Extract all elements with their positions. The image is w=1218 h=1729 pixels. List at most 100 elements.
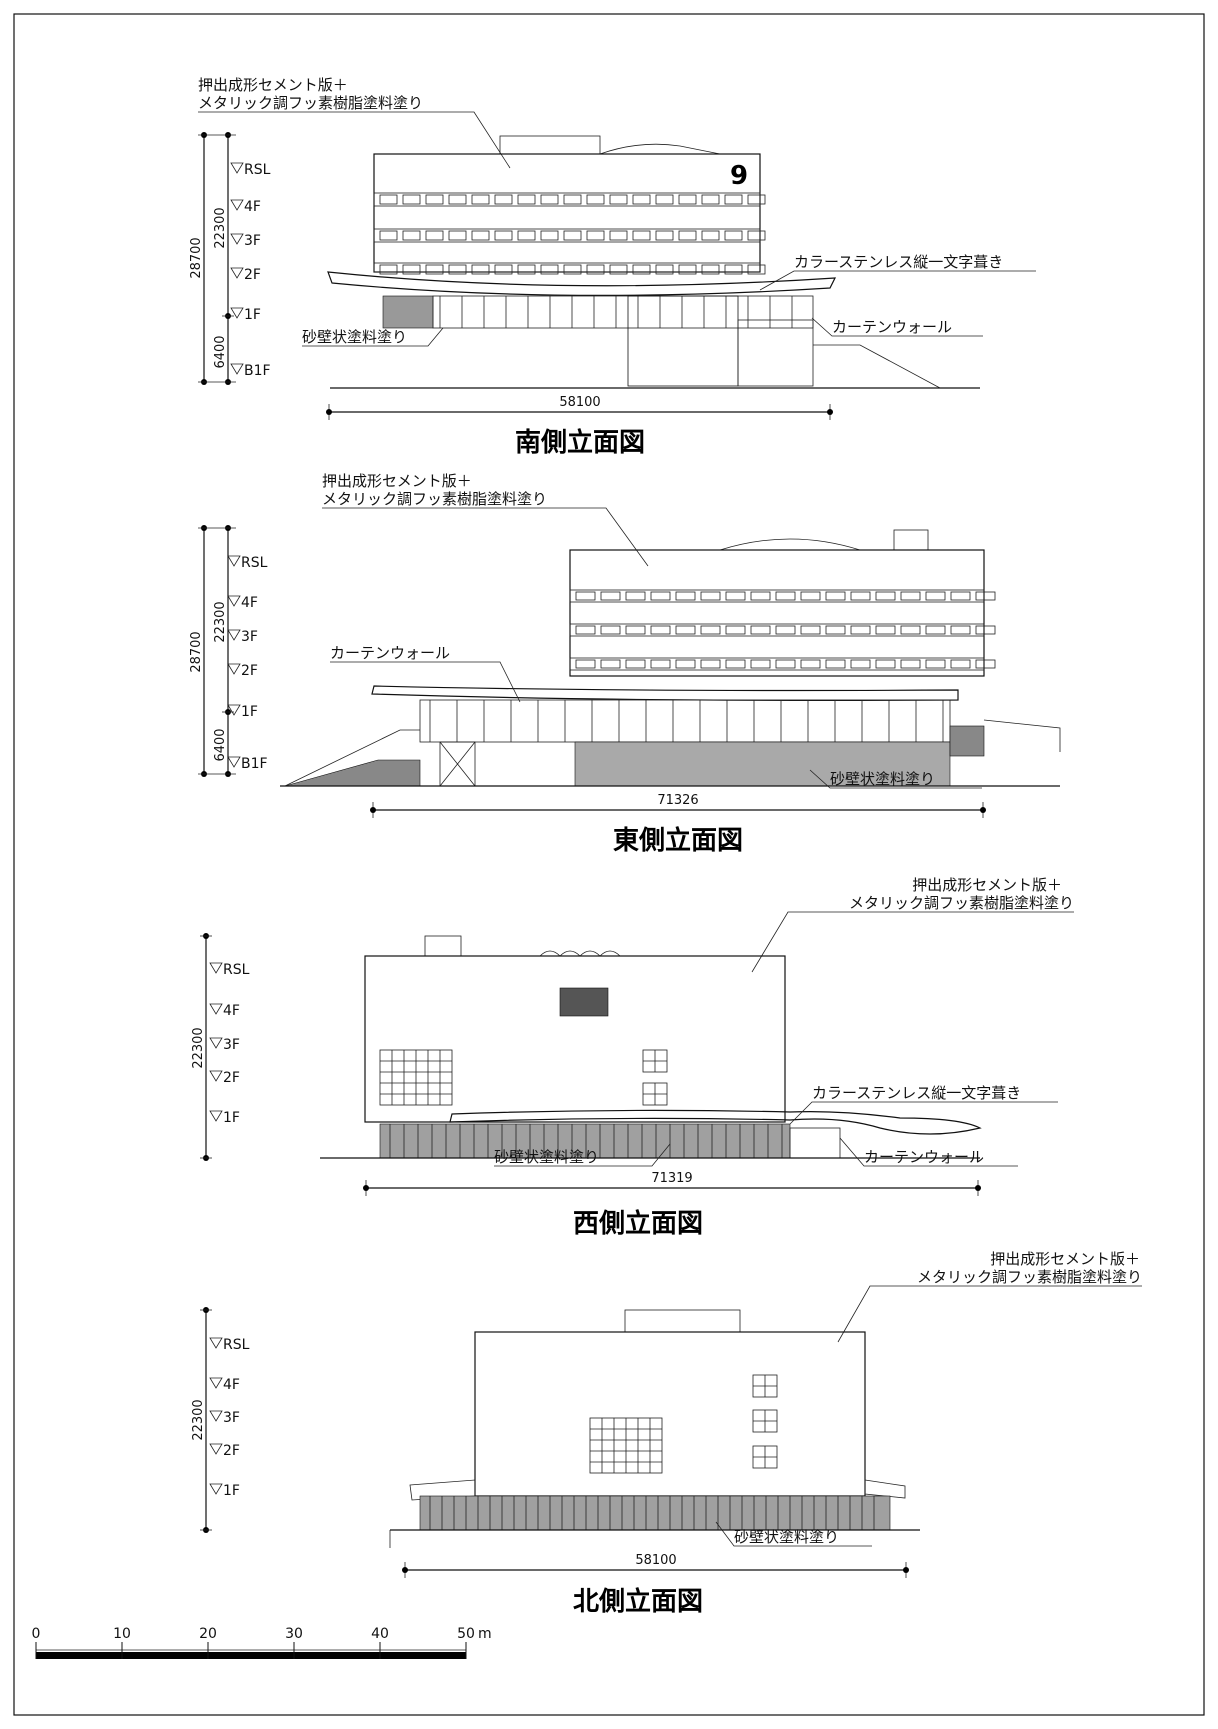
east-sand-label: 砂壁状塗料塗り (830, 770, 935, 788)
svg-text:RSL: RSL (241, 555, 268, 571)
window-bay (800, 659, 821, 669)
south-fluoro-label: メタリック調フッ素樹脂塗料塗り (198, 94, 423, 112)
svg-text:RSL: RSL (223, 962, 250, 978)
west-sand-label: 砂壁状塗料塗り (494, 1148, 599, 1166)
north-cement-label: 押出成形セメント版＋ (990, 1250, 1140, 1268)
window-bay (875, 625, 896, 635)
window-bay (875, 659, 896, 669)
east-elevation: 押出成形セメント版＋ メタリック調フッ素樹脂塗料塗り 28700 22300 6… (189, 472, 1061, 856)
south-cement-leader (198, 111, 511, 169)
east-cement-label: 押出成形セメント版＋ (322, 472, 472, 490)
scale-tick-label: 20 (199, 1626, 217, 1642)
south-sand-label: 砂壁状塗料塗り (302, 328, 407, 346)
west-main-volume (364, 955, 786, 1123)
window-bay (425, 264, 444, 275)
svg-text:B1F: B1F (241, 756, 268, 772)
south-level-b1f: B1F (244, 363, 271, 379)
south-levels: RSL 4F 3F 2F 1F B1F (230, 162, 271, 379)
east-upper-height: 22300 (213, 601, 228, 642)
window-bay (517, 194, 536, 205)
svg-text:4F: 4F (223, 1003, 240, 1019)
window-bay (775, 591, 796, 601)
window-bay (850, 625, 871, 635)
east-levels: RSL 4F 3F 2F 1F B1F (227, 555, 268, 772)
svg-text:2F: 2F (223, 1443, 240, 1459)
window-bay (494, 230, 513, 241)
south-level-2f: 2F (244, 267, 261, 283)
north-main-volume (474, 1331, 866, 1497)
east-title: 東側立面図 (613, 825, 743, 856)
window-bay (563, 230, 582, 241)
window-bay (494, 194, 513, 205)
window-bay (448, 194, 467, 205)
window-bay (632, 230, 651, 241)
window-bay (600, 591, 621, 601)
window-bay (700, 625, 721, 635)
window-bay (625, 625, 646, 635)
window-bay (517, 230, 536, 241)
window-bay (540, 194, 559, 205)
window-bay (950, 625, 971, 635)
east-lower-height: 6400 (213, 728, 228, 761)
window-bay (850, 591, 871, 601)
window-bay (825, 591, 846, 601)
north-fluoro-label: メタリック調フッ素樹脂塗料塗り (917, 1268, 1142, 1286)
window-bay (600, 625, 621, 635)
east-canopy (371, 685, 959, 701)
window-bay (925, 659, 946, 669)
south-stainless-label: カラーステンレス縦一文字葺き (794, 253, 1003, 271)
window-bay (471, 194, 490, 205)
window-bay (471, 230, 490, 241)
window-bay (700, 659, 721, 669)
window-bay (448, 264, 467, 275)
window-bay (402, 230, 421, 241)
window-bay (750, 625, 771, 635)
south-level-1f: 1F (244, 307, 261, 323)
north-elevation: 押出成形セメント版＋ メタリック調フッ素樹脂塗料塗り 22300 RSL 4F … (191, 1250, 1142, 1617)
window-bay (975, 625, 996, 635)
window-bay (575, 591, 596, 601)
window-bay (925, 625, 946, 635)
south-cement-label: 押出成形セメント版＋ (198, 76, 348, 94)
south-level-4f: 4F (244, 199, 261, 215)
window-bay (701, 264, 720, 275)
window-bay (563, 194, 582, 205)
window-bay (650, 591, 671, 601)
north-width-dim: 58100 (635, 1553, 676, 1568)
window-bay (379, 264, 398, 275)
svg-text:RSL: RSL (223, 1337, 250, 1353)
window-bay (563, 264, 582, 275)
scale-bar-fill (36, 1652, 466, 1659)
window-bay (750, 591, 771, 601)
window-bay (725, 625, 746, 635)
window-bay (586, 264, 605, 275)
south-canopy (327, 271, 837, 297)
window-bay (678, 194, 697, 205)
svg-text:3F: 3F (223, 1410, 240, 1426)
south-elevation: 押出成形セメント版＋ メタリック調フッ素樹脂塗料塗り 28700 22300 6… (189, 76, 1036, 458)
north-levels: RSL 4F 3F 2F 1F (209, 1337, 250, 1499)
window-bay (632, 264, 651, 275)
window-bay (975, 659, 996, 669)
window-bay (402, 194, 421, 205)
window-bay (625, 591, 646, 601)
window-bay (700, 591, 721, 601)
sheet-frame (13, 13, 1205, 1716)
east-total-height: 28700 (189, 631, 204, 672)
window-bay (448, 230, 467, 241)
north-upper-height: 22300 (191, 1399, 206, 1440)
window-bay (724, 264, 743, 275)
south-upper-height: 22300 (213, 207, 228, 248)
svg-text:2F: 2F (223, 1070, 240, 1086)
window-bay (800, 625, 821, 635)
west-title: 西側立面図 (573, 1208, 703, 1239)
window-bay (425, 230, 444, 241)
west-levels: RSL 4F 3F 2F 1F (209, 962, 250, 1126)
window-bay (775, 659, 796, 669)
svg-text:4F: 4F (241, 595, 258, 611)
west-canopy (449, 1109, 982, 1135)
window-bay (850, 659, 871, 669)
window-bay (517, 264, 536, 275)
window-bay (586, 194, 605, 205)
window-bay (725, 591, 746, 601)
